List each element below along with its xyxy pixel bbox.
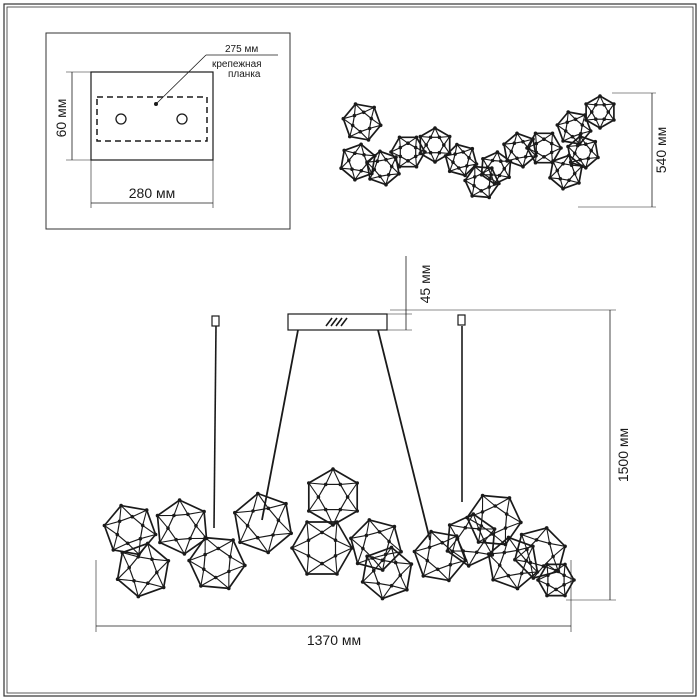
plan-view-crystals bbox=[339, 94, 616, 200]
front-view-crystal bbox=[102, 503, 158, 557]
front-view-crystal bbox=[536, 562, 576, 598]
plan-view-crystal bbox=[566, 134, 600, 170]
front-view-crystal bbox=[115, 541, 171, 599]
plan-view-crystal bbox=[548, 153, 584, 191]
plate-caption-line1: крепежная bbox=[212, 59, 262, 70]
plate-width-label: 275 мм bbox=[225, 44, 258, 55]
plan-view: 540 мм bbox=[339, 92, 669, 208]
front-view-crystal bbox=[307, 467, 360, 527]
height-label: 60 мм bbox=[53, 99, 69, 138]
ceiling-canopy bbox=[287, 313, 388, 331]
plan-view-crystal bbox=[584, 94, 616, 130]
suspension-wire-left bbox=[261, 329, 299, 521]
plan-view-crystal bbox=[555, 110, 593, 146]
inner-frame bbox=[6, 6, 694, 694]
plan-view-crystal bbox=[389, 135, 427, 169]
outer-frame bbox=[3, 3, 697, 697]
side-cable-left bbox=[213, 325, 217, 529]
mounting-hole-right bbox=[176, 113, 188, 125]
front-view-crystal bbox=[233, 491, 294, 555]
plan-view-crystal bbox=[365, 149, 401, 187]
front-view-crystal bbox=[360, 545, 414, 601]
plan-view-crystal bbox=[443, 142, 479, 178]
front-view-crystal bbox=[349, 518, 403, 572]
plate-caption-line2: планка bbox=[228, 69, 261, 80]
canopy-hatch bbox=[325, 317, 348, 327]
plate-leader-line bbox=[155, 54, 207, 105]
plan-view-crystal bbox=[479, 150, 513, 186]
front-view-crystal bbox=[187, 535, 247, 591]
cable-gripper-right bbox=[457, 314, 466, 326]
total-height-label: 1500 мм bbox=[615, 428, 631, 482]
front-view: 45 мм 1500 мм 1370 мм bbox=[95, 256, 631, 648]
plan-view-crystal bbox=[341, 102, 383, 142]
front-view-crystal bbox=[155, 498, 209, 556]
canopy-top-view: 275 мм крепежная планка 60 мм 280 мм bbox=[45, 32, 291, 230]
plan-view-crystal bbox=[339, 142, 377, 182]
depth-label: 540 мм bbox=[653, 127, 669, 174]
suspension-wire-right bbox=[377, 329, 431, 541]
mounting-hole-left bbox=[115, 113, 127, 125]
front-view-crystal bbox=[412, 529, 468, 583]
mounting-plate-outline bbox=[96, 96, 208, 142]
front-view-crystals bbox=[102, 467, 576, 601]
width-label: 280 мм bbox=[129, 185, 176, 201]
canopy-view-border bbox=[45, 32, 291, 230]
canopy-height-label: 45 мм bbox=[417, 265, 433, 304]
total-width-label: 1370 мм bbox=[307, 632, 361, 648]
canopy-plate-outline bbox=[90, 71, 214, 161]
cable-gripper-left bbox=[211, 315, 220, 327]
front-view-crystal bbox=[290, 520, 354, 576]
